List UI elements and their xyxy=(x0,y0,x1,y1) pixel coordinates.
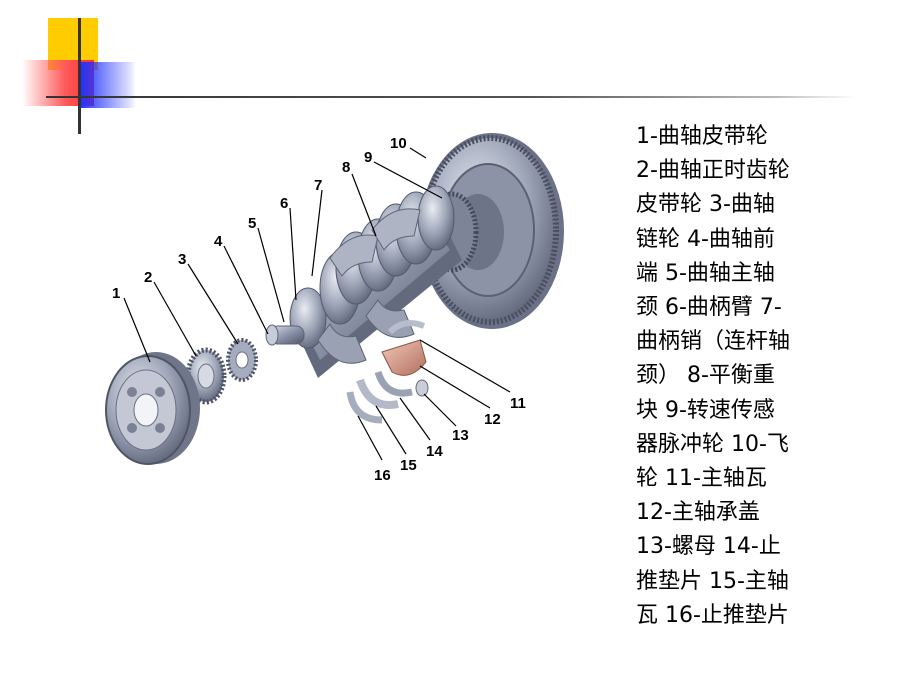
callout-4: 4 xyxy=(214,233,223,250)
legend-line: 瓦 16-止推垫片 xyxy=(636,602,789,628)
main-bearing-lower-part xyxy=(356,378,399,409)
legend-line: 链轮 4-曲轴前 xyxy=(636,226,775,252)
bearing-cap-part xyxy=(381,339,427,376)
legend-line: 轮 11-主轴瓦 xyxy=(636,466,767,492)
callout-7: 7 xyxy=(314,177,322,194)
main-bearing-shell-part xyxy=(387,320,426,335)
thrust-washer-lower-part xyxy=(346,391,383,424)
callout-9: 9 xyxy=(364,149,372,166)
thrust-washer-part xyxy=(374,370,413,397)
deco-vertical-line xyxy=(78,18,81,134)
belt-pulley-part xyxy=(105,352,200,465)
legend-line: 曲柄销（连杆轴 xyxy=(636,329,791,355)
crankshaft-part xyxy=(265,185,462,378)
legend-line: 2-曲轴正时齿轮 xyxy=(636,158,790,184)
callout-3: 3 xyxy=(178,251,186,268)
deco-blue-gradient xyxy=(80,62,136,108)
callout-13: 13 xyxy=(452,427,469,444)
callout-labels: 1 2 3 4 5 6 7 8 9 10 11 12 13 14 15 16 xyxy=(112,135,526,484)
legend-line: 块 9-转速传感 xyxy=(636,397,775,423)
callout-6: 6 xyxy=(280,195,288,212)
legend-line: 13-螺母 14-止 xyxy=(636,534,781,560)
callout-16: 16 xyxy=(374,467,391,484)
parts-legend: 1-曲轴皮带轮 2-曲轴正时齿轮 皮带轮 3-曲轴 链轮 4-曲轴前 端 5-曲… xyxy=(636,120,841,633)
legend-line: 12-主轴承盖 xyxy=(636,500,760,526)
callout-8: 8 xyxy=(342,159,350,176)
legend-line: 1-曲轴皮带轮 xyxy=(636,124,768,149)
callout-14: 14 xyxy=(426,443,443,460)
leader-lines xyxy=(123,147,511,461)
callout-10: 10 xyxy=(390,135,407,152)
callout-2: 2 xyxy=(144,269,152,286)
legend-line: 推垫片 15-主轴 xyxy=(636,568,789,594)
nut-part xyxy=(415,379,429,397)
callout-15: 15 xyxy=(400,457,417,474)
callout-5: 5 xyxy=(248,215,256,232)
deco-horizontal-line xyxy=(46,96,856,98)
sprocket-hole xyxy=(235,351,249,369)
callout-12: 12 xyxy=(484,411,501,428)
callout-1: 1 xyxy=(112,285,120,302)
legend-line: 皮带轮 3-曲轴 xyxy=(636,192,775,218)
legend-line: 器脉冲轮 10-飞 xyxy=(636,431,789,457)
legend-line: 端 5-曲轴主轴 xyxy=(636,260,775,286)
legend-line: 颈） 8-平衡重 xyxy=(636,363,775,389)
callout-11: 11 xyxy=(510,395,526,412)
legend-line: 颈 6-曲柄臂 7- xyxy=(636,295,782,321)
